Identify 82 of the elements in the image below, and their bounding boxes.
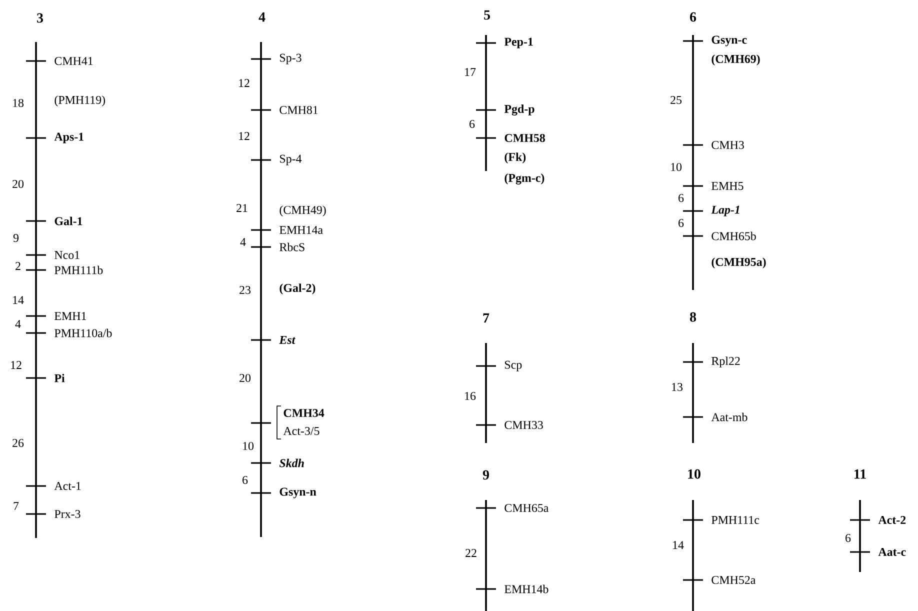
marker-label: Lap-1: [711, 206, 740, 216]
marker-label: Gsyn-n: [280, 488, 316, 498]
marker-label: Sp-3: [280, 54, 302, 64]
distance-label: 12: [239, 132, 250, 140]
distance-label: 14: [13, 296, 24, 304]
chromosome-number: 11: [854, 469, 866, 479]
distance-label: 12: [11, 361, 22, 369]
chromosome-number: 8: [690, 312, 696, 322]
marker-label: (Pgm-c): [504, 174, 544, 184]
distance-label: 6: [678, 194, 684, 202]
marker-label: CMH65a: [504, 504, 549, 512]
marker-label: CMH41: [54, 56, 93, 65]
marker-label: Act-3/5: [283, 426, 320, 435]
marker-label: Gal-1: [54, 216, 82, 226]
marker-label: PMH110a/b: [54, 328, 112, 338]
marker-label: EMH14b: [504, 584, 548, 594]
distance-label: 12: [239, 79, 250, 87]
distance-label: 22: [466, 549, 476, 557]
marker-label: Prx-3: [54, 510, 80, 518]
marker-label: RbcS: [280, 242, 304, 252]
marker-label: (Fk): [504, 152, 526, 164]
chromosome-number: 4: [258, 12, 266, 22]
marker-label: Pi: [54, 374, 65, 382]
distance-label: 21: [236, 204, 248, 212]
chromosome-number: 7: [483, 313, 490, 323]
chromosome-number: 10: [688, 469, 700, 479]
distance-label: 6: [242, 476, 248, 484]
marker-label: Skdh: [279, 458, 304, 468]
chromosome-number: 3: [37, 13, 44, 23]
distance-label: 7: [14, 502, 19, 510]
marker-label: CMH65b: [712, 232, 756, 240]
marker-label: CMH3: [712, 140, 744, 149]
marker-label: EMH1: [54, 312, 86, 320]
distance-label: 10: [243, 442, 254, 450]
marker-label: Nco1: [54, 251, 80, 259]
marker-label: CMH58: [504, 134, 545, 142]
distance-label: 10: [671, 162, 682, 172]
distance-label: 23: [240, 286, 251, 294]
distance-label: 4: [15, 320, 21, 328]
marker-label: (CMH69): [712, 54, 760, 66]
marker-label: (Gal-2): [280, 284, 316, 294]
marker-label: Est: [279, 336, 296, 344]
marker-label: Pgd-p: [504, 104, 534, 116]
distance-label: 6: [846, 534, 851, 542]
marker-label: Rpl22: [712, 356, 740, 368]
marker-label: (PMH119): [54, 96, 106, 106]
marker-label: CMH81: [280, 106, 318, 114]
marker-label: Act-1: [54, 482, 81, 490]
distance-label: 14: [673, 541, 684, 549]
distance-label: 20: [12, 180, 24, 188]
marker-label: Aat-c: [878, 548, 906, 556]
distance-label: 20: [240, 374, 251, 382]
chromosome-number: 5: [484, 10, 490, 20]
distance-label: 4: [240, 238, 246, 246]
marker-label: Gsyn-c: [712, 36, 747, 46]
distance-label: 16: [465, 392, 476, 400]
marker-label: PMH111c: [712, 516, 760, 524]
marker-label: EMH5: [712, 182, 744, 190]
distance-label: 6: [678, 218, 684, 227]
marker-label: Aps-1: [54, 132, 84, 144]
marker-label: Act-2: [878, 516, 906, 524]
chromosome-number: 6: [690, 12, 696, 22]
distance-label: 2: [16, 262, 20, 270]
marker-label: CMH33: [504, 420, 543, 429]
marker-label: (CMH49): [280, 206, 326, 216]
marker-label: PMH111b: [54, 266, 103, 274]
distance-label: 18: [13, 98, 24, 108]
distance-label: 26: [12, 438, 24, 447]
marker-label: (CMH95a): [712, 258, 766, 268]
distance-label: 25: [670, 96, 682, 104]
marker-label: EMH14a: [280, 226, 323, 234]
marker-label: CMH34: [284, 408, 324, 417]
marker-label: Aat-mb: [711, 412, 748, 422]
distance-label: 13: [672, 382, 683, 391]
marker-label: Pep-1: [504, 38, 533, 48]
marker-label: Scp: [505, 360, 522, 372]
chromosome-number: 9: [482, 470, 489, 480]
marker-label: CMH52a: [712, 576, 756, 584]
distance-label: 17: [465, 68, 476, 76]
distance-label: 9: [13, 234, 18, 242]
distance-label: 6: [470, 120, 475, 128]
marker-label: Sp-4: [280, 154, 302, 166]
